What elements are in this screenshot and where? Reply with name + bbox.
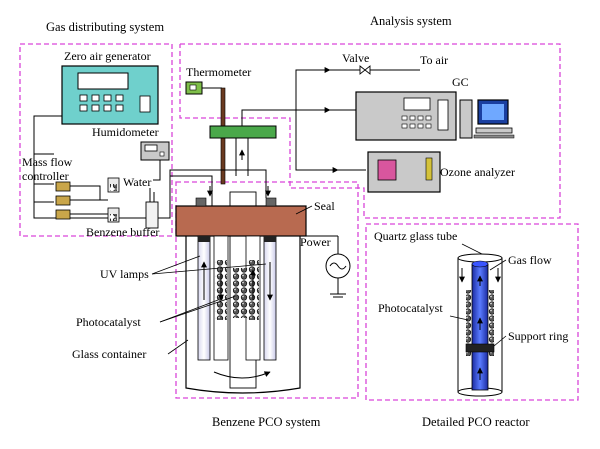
power-label: Power — [300, 235, 331, 249]
gas-flow-label: Gas flow — [508, 253, 552, 267]
benzene-buffer-label: Benzene buffer — [86, 225, 159, 239]
humidometer-line — [153, 160, 161, 181]
analysis-system-title: Analysis system — [370, 14, 452, 28]
detail-reactor-title: Detailed PCO reactor — [422, 415, 530, 429]
valve-icon — [359, 65, 371, 75]
uv-lamps-label: UV lamps — [100, 267, 149, 281]
seal-leader — [295, 205, 313, 215]
glass-leader — [167, 339, 189, 355]
analysis-system-box — [179, 43, 561, 219]
system-boxes — [19, 43, 579, 401]
gas-supply-lines — [33, 115, 160, 219]
photo-leader-2 — [159, 295, 237, 323]
quartz-tube-label: Quartz glass tube — [374, 229, 457, 243]
mass-flow-controllers — [55, 181, 71, 220]
uv-leader-1 — [151, 255, 201, 275]
photocatalyst-detail-label: Photocatalyst — [378, 301, 443, 315]
ozone-analyzer-label: Ozone analyzer — [440, 165, 515, 179]
humidometer-device — [140, 141, 170, 161]
analysis-lines — [241, 67, 420, 173]
seal-label: Seal — [314, 199, 335, 213]
gas-distributing-box — [19, 43, 173, 237]
support-ring-leader — [493, 335, 507, 347]
mfc-label-line1: Mass flow — [22, 155, 73, 169]
pco-system-title: Benzene PCO system — [212, 415, 321, 429]
detail-reactor-box — [365, 223, 579, 401]
reactor-body — [175, 191, 307, 394]
thermometer-label: Thermometer — [186, 65, 251, 79]
pco-system-box — [175, 181, 359, 399]
computer-icon — [459, 99, 515, 139]
water-bubbler — [107, 177, 120, 193]
gc-instrument — [355, 91, 457, 141]
zero-air-generator — [61, 65, 159, 125]
humidometer-label: Humidometer — [92, 125, 159, 139]
photo-detail-leader — [449, 315, 469, 321]
mfc-label-line2: controller — [22, 169, 69, 183]
uv-leader-2 — [151, 263, 267, 275]
glass-container-label: Glass container — [72, 347, 146, 361]
buffer-vessel — [145, 188, 159, 229]
to-air-label: To air — [420, 53, 448, 67]
detail-flow-arrows — [459, 268, 501, 380]
gas-system-title: Gas distributing system — [46, 20, 164, 34]
valve-label: Valve — [342, 51, 369, 65]
water-label: Water — [123, 175, 151, 189]
power-source-icon — [305, 222, 351, 298]
zero-air-label: Zero air generator — [64, 49, 151, 63]
benzene-bubbler — [107, 207, 120, 223]
reactor-top-cap — [209, 125, 277, 176]
photocatalyst-label: Photocatalyst — [76, 315, 141, 329]
support-ring-label: Support ring — [508, 329, 568, 343]
reactor-inlet-lines — [160, 169, 273, 379]
ozone-analyzer-device — [367, 151, 441, 193]
gc-label: GC — [452, 75, 469, 89]
mfc-outlet-lines — [70, 185, 108, 215]
gas-flow-leader — [489, 259, 507, 271]
